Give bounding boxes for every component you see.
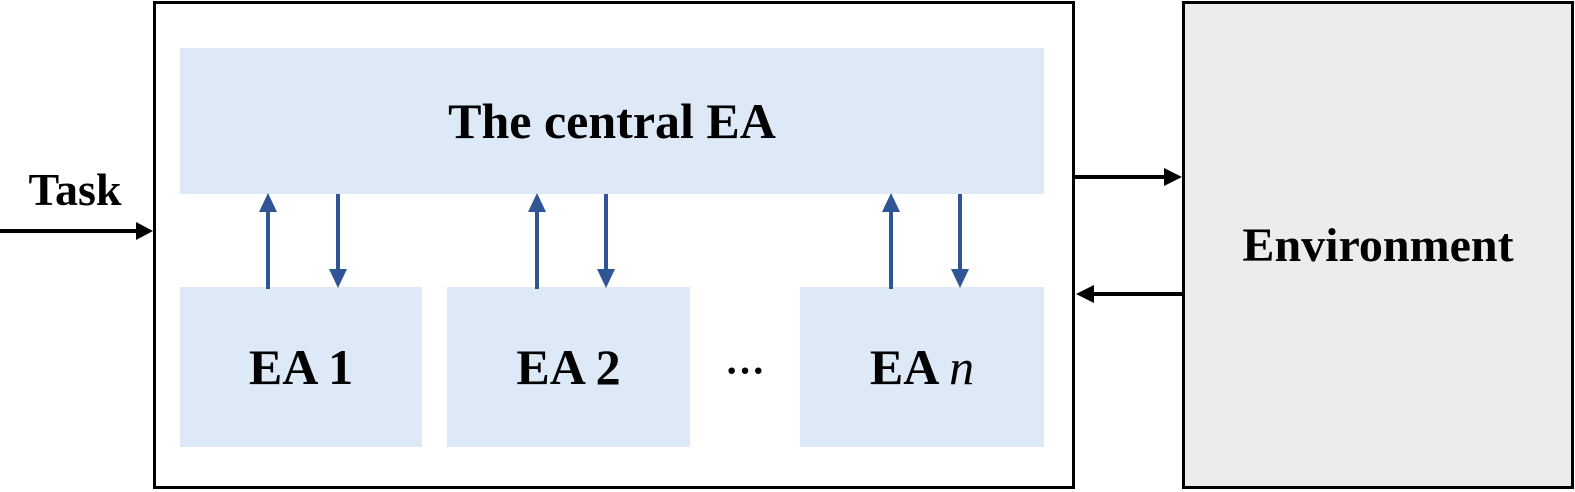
- environment-box: Environment: [1182, 1, 1574, 489]
- feedback-arrow-from-environment: [1076, 285, 1182, 303]
- ea-1-up-arrow: [259, 193, 277, 289]
- ea-n-box: EA n: [800, 287, 1044, 447]
- ea-1-down-arrow: [329, 194, 347, 288]
- ea-2-up-arrow: [528, 193, 546, 289]
- task-label: Task: [28, 163, 122, 215]
- ea-n-up-arrow: [882, 193, 900, 289]
- ea-1-box: EA 1: [180, 287, 422, 447]
- ea-n-label: EA n: [869, 339, 975, 395]
- environment-label: Environment: [1242, 218, 1514, 272]
- task-input-arrow: [0, 222, 153, 240]
- ea-2-label: EA 2: [516, 339, 621, 395]
- action-arrow-to-environment: [1075, 168, 1182, 186]
- central-ea-box: The central EA: [180, 48, 1044, 194]
- ea-1-label: EA 1: [248, 339, 354, 395]
- ea-n-down-arrow: [951, 194, 969, 288]
- ea-2-down-arrow: [597, 194, 615, 288]
- central-ea-label: The central EA: [448, 93, 776, 149]
- ellipsis: ···: [724, 347, 766, 393]
- ea-2-box: EA 2: [447, 287, 690, 447]
